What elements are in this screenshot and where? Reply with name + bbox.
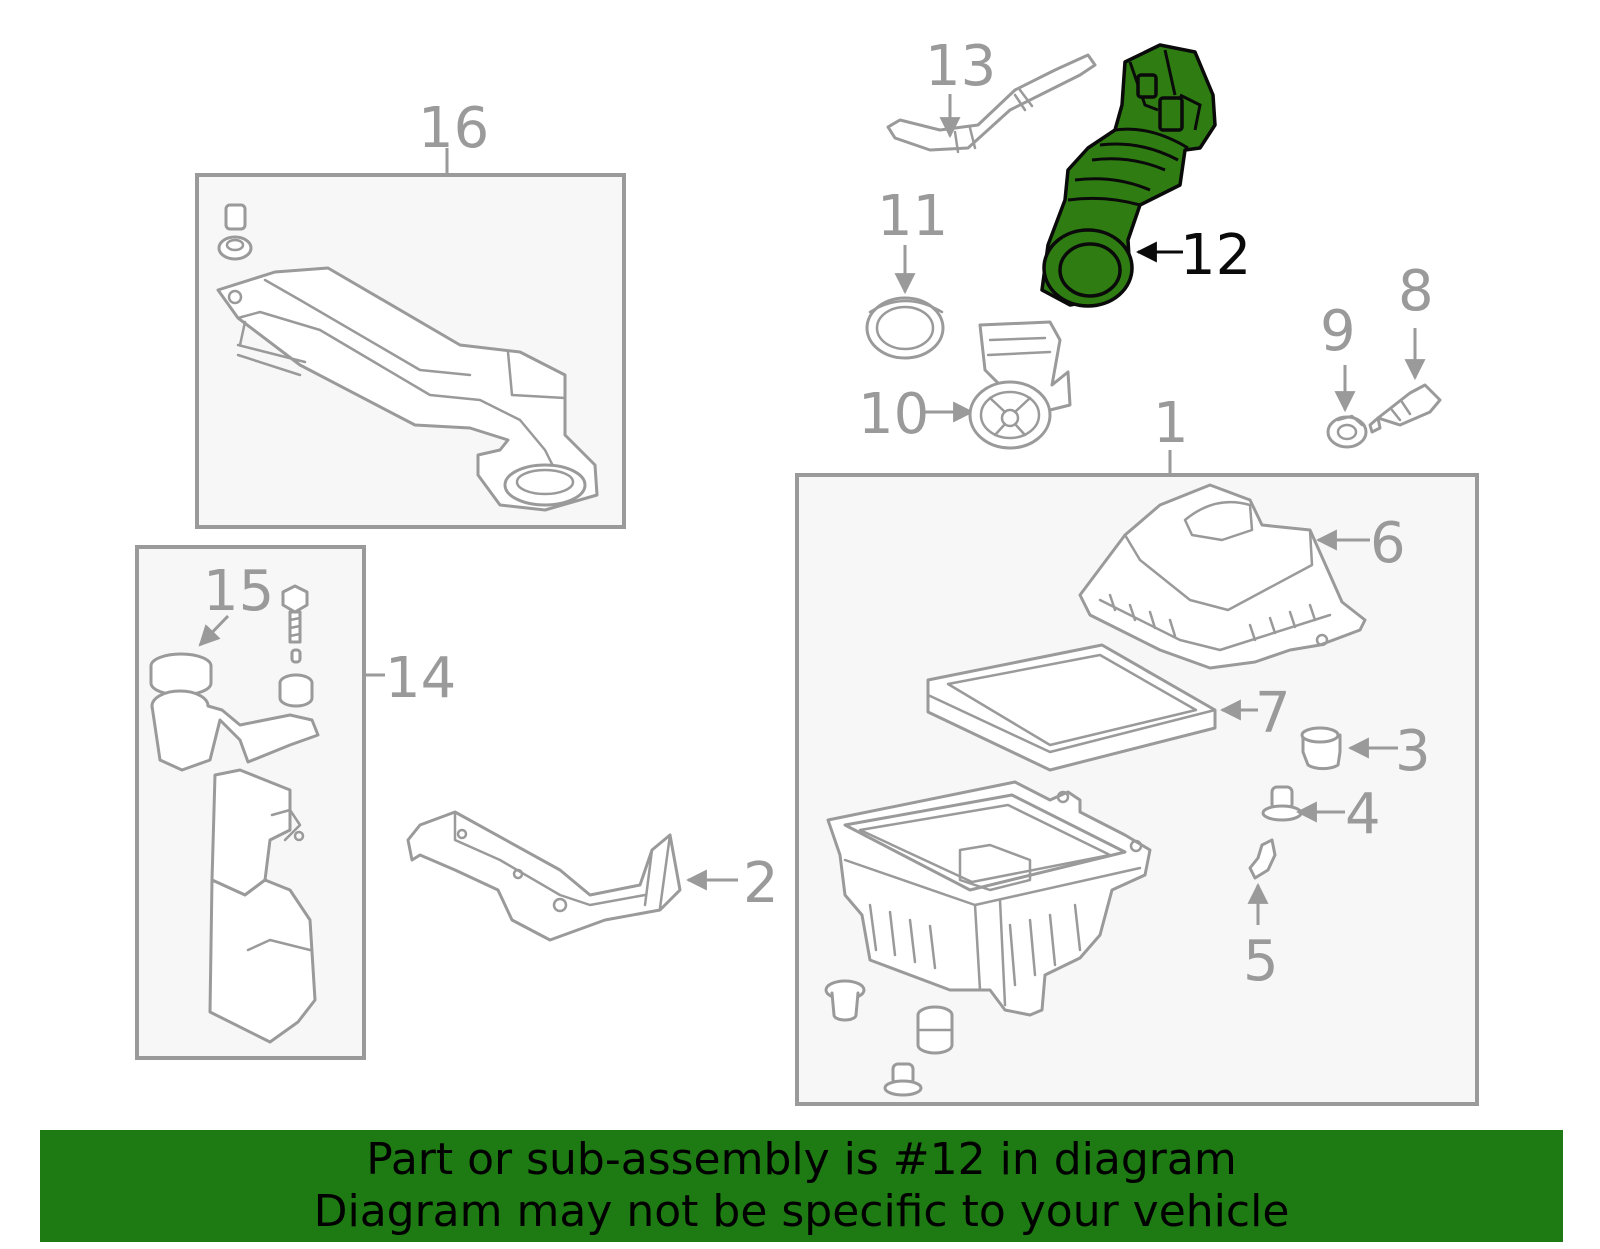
callout-8: 8	[1398, 259, 1434, 324]
case-mount-grommets	[824, 979, 954, 1097]
part-3-grommet: 3	[1300, 719, 1431, 784]
part-11-clamp: 11	[865, 184, 948, 360]
part-6-air-cleaner-cover: 6	[1078, 483, 1406, 670]
part-8-intake-air-temperature-sensor: 8	[1368, 259, 1442, 434]
part-4-grommet: 4	[1261, 782, 1381, 847]
banner-line-disclaimer: Diagram may not be specific to your vehi…	[313, 1186, 1290, 1237]
callout-3: 3	[1395, 719, 1431, 784]
info-banner: Part or sub-assembly is #12 in diagram D…	[40, 1130, 1563, 1242]
callout-9: 9	[1320, 299, 1356, 364]
callout-14: 14	[385, 646, 456, 711]
part-12-air-intake-hose-highlighted: 12	[1040, 43, 1251, 308]
callout-7: 7	[1255, 681, 1291, 746]
callout-16: 16	[418, 96, 489, 161]
callout-12: 12	[1180, 223, 1251, 288]
part-1-air-cleaner-assembly: 1 6 7 3	[795, 391, 1479, 1106]
banner-line-part-number: Part or sub-assembly is #12 in diagram	[366, 1134, 1237, 1185]
callout-11: 11	[877, 184, 948, 249]
callout-6: 6	[1370, 511, 1406, 576]
part-16-air-inlet-duct-group: 16	[195, 96, 626, 529]
part-10-mass-air-flow-meter: 10	[858, 320, 1072, 450]
air-cleaner-case	[826, 780, 1152, 1017]
part-7-filter-element: 7	[926, 643, 1291, 772]
part-9-grommet: 9	[1320, 299, 1368, 449]
part-2-bracket: 2	[406, 810, 779, 942]
part-14-resonator-group: 14 15	[135, 545, 456, 1060]
callout-1: 1	[1153, 391, 1189, 456]
callout-4: 4	[1345, 782, 1381, 847]
part-13-breather-hose: 13	[886, 34, 1097, 154]
part-5-clip: 5	[1243, 838, 1279, 994]
callout-5: 5	[1243, 929, 1279, 994]
callout-10: 10	[858, 382, 929, 447]
callout-15: 15	[203, 559, 274, 624]
callout-13: 13	[925, 34, 996, 99]
callout-2: 2	[743, 851, 779, 916]
